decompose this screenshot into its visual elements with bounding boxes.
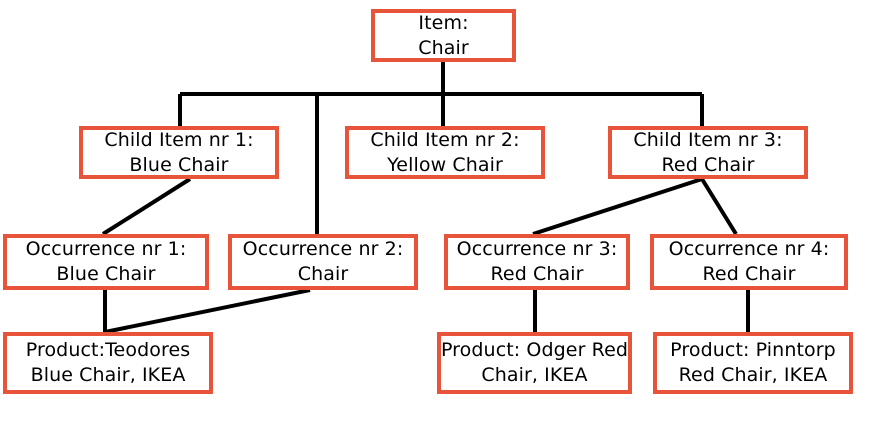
node-child-item-3[interactable]: Child Item nr 3:Red Chair	[608, 126, 808, 179]
node-label-line2: Chair	[418, 36, 469, 59]
node-label-line2: Blue Chair, IKEA	[30, 364, 186, 386]
node-label-line2: Red Chair	[702, 263, 796, 285]
node-label-line1: Product: Pinntorp	[670, 339, 836, 361]
node-item-chair[interactable]: Item:Chair	[371, 9, 516, 62]
node-label-line2: Chair	[297, 263, 349, 285]
connector-occurrence-2-to-product-teodores	[104, 288, 311, 334]
node-label-line2: Blue Chair	[56, 263, 156, 285]
node-label-line2: Red Chair, IKEA	[678, 364, 828, 386]
node-label-line1: Child Item nr 3:	[633, 128, 783, 151]
node-label-line1: Product:Teodores	[25, 339, 191, 361]
node-label-line1: Occurrence nr 3:	[456, 238, 618, 260]
node-label-line1: Occurrence nr 2:	[242, 238, 404, 260]
node-occurrence-1[interactable]: Occurrence nr 1: Blue Chair	[3, 234, 209, 290]
node-occurrence-4[interactable]: Occurrence nr 4: Red Chair	[650, 234, 848, 290]
node-label-line1: Item:	[418, 11, 469, 34]
connector-child-1-to-occurrence-1	[101, 177, 192, 236]
node-label-line1: Occurrence nr 4:	[668, 238, 830, 260]
connector-child-3-to-occurrence-4	[700, 177, 738, 236]
node-label-line2: Chair, IKEA	[481, 364, 588, 386]
node-child-item-1[interactable]: Child Item nr 1:Blue Chair	[79, 126, 279, 179]
node-child-item-2[interactable]: Child Item nr 2:Yellow Chair	[345, 126, 545, 179]
node-label-line1: Product: Odger Red	[440, 339, 629, 361]
node-label-line2: Blue Chair	[129, 153, 229, 176]
node-label-line1: Occurrence nr 1:	[25, 238, 187, 260]
node-label-line1: Child Item nr 2:	[370, 128, 520, 151]
node-label-line1: Child Item nr 1:	[104, 128, 254, 151]
node-label-line2: Red Chair	[661, 153, 755, 176]
node-label-line2: Yellow Chair	[387, 153, 503, 176]
node-label-line2: Red Chair	[490, 263, 584, 285]
node-occurrence-3[interactable]: Occurrence nr 3: Red Chair	[444, 234, 630, 290]
node-occurrence-2[interactable]: Occurrence nr 2: Chair	[228, 234, 418, 290]
connector-child-3-to-occurrence-3	[532, 177, 703, 236]
